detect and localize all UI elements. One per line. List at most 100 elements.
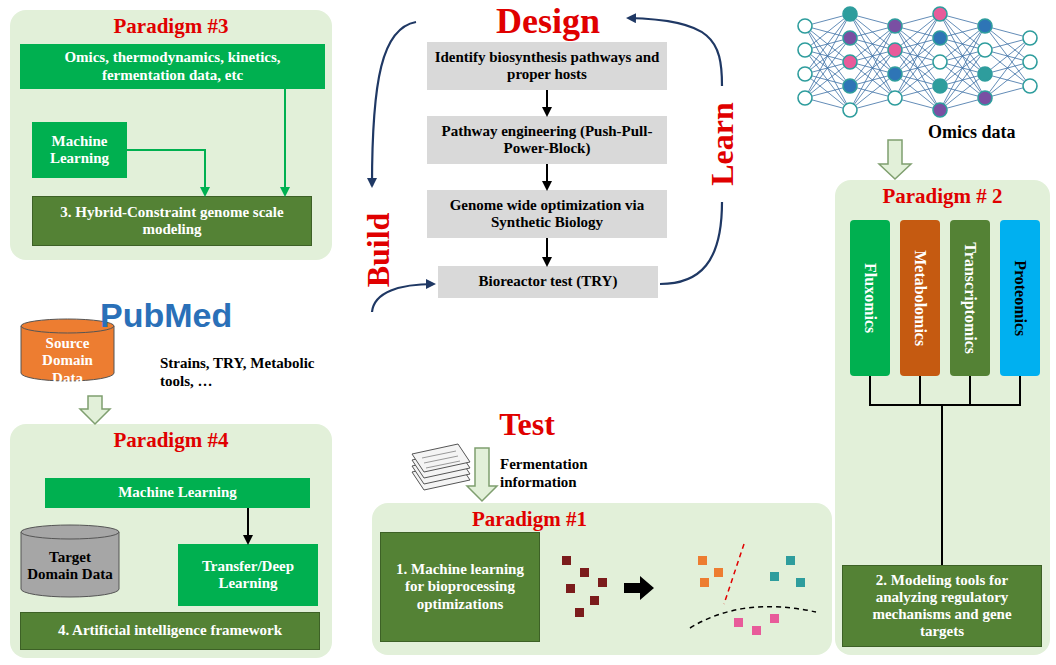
network-link [940, 38, 985, 98]
cylinder-top [21, 525, 119, 539]
omics-bar: Fluxomics [850, 220, 890, 376]
node-text: 3. Hybrid-Constraint genome scale modeli… [39, 204, 305, 239]
method-box: Machine Learning [45, 478, 310, 508]
network-node [978, 91, 992, 105]
database-cylinder: Target Domain Data [20, 524, 120, 598]
data-box: Omics, thermodynamics, kinetics, ferment… [20, 44, 325, 89]
network-link [895, 14, 940, 26]
network-link [985, 38, 1030, 98]
network-link [805, 50, 850, 62]
network-link [895, 74, 940, 110]
network-link [805, 62, 850, 98]
network-node [843, 79, 857, 93]
result-box: 4. Artificial intelligence framework [20, 612, 320, 650]
network-link [895, 26, 940, 38]
network-link [985, 38, 1030, 74]
network-node [843, 55, 857, 69]
papers-icon [412, 444, 470, 490]
hollow-arrow [80, 396, 110, 424]
network-link [895, 14, 940, 74]
network-link [805, 38, 850, 74]
node-text: Source Domain Data [26, 335, 109, 387]
network-link [850, 50, 895, 86]
node-text: Metabolomics [911, 250, 929, 346]
node-text: Omics, thermodynamics, kinetics, ferment… [26, 49, 319, 84]
node-text: Pathway engineering (Push-Pull-Power-Blo… [433, 123, 661, 158]
network-link [940, 62, 985, 74]
connector [920, 376, 942, 565]
network-link [985, 74, 1030, 86]
note: Omics data [928, 122, 1016, 143]
network-link [940, 26, 985, 110]
network-node [1023, 79, 1037, 93]
hollow-arrows [467, 140, 911, 501]
network-node [1023, 55, 1037, 69]
cycle-arrow [372, 22, 416, 186]
network-link [850, 26, 895, 110]
network-link [940, 98, 985, 110]
process-box: Bioreactor test (TRY) [438, 266, 658, 298]
connector [546, 238, 548, 265]
scatter-illustration [562, 544, 816, 635]
network-link [895, 38, 940, 98]
network-link [850, 38, 895, 74]
network-link [940, 14, 985, 50]
network-link [940, 38, 985, 74]
paradigm-panel: Paradigm # 2 Fluxomics Metabolomics Transcr… [835, 180, 1050, 655]
node-text: Identify biosynthesis pathways and prope… [433, 49, 661, 84]
network-node [888, 19, 902, 33]
network-node [978, 43, 992, 57]
network-link [805, 14, 850, 26]
network-link [895, 50, 940, 110]
connector [284, 89, 286, 195]
connector [546, 90, 548, 115]
node-text: Transcriptomics [961, 242, 979, 354]
hollow-arrow [879, 140, 911, 179]
cycle-arrow [660, 202, 722, 284]
network-link [895, 26, 940, 62]
neural-network-icon [798, 7, 1037, 117]
network-link [850, 74, 895, 86]
panel-heading: Paradigm #3 [14, 14, 328, 38]
omics-bar: Transcriptomics [950, 220, 990, 376]
network-link [895, 38, 940, 50]
network-link [805, 26, 850, 38]
network-link [940, 50, 985, 110]
network-link [895, 50, 940, 62]
note: Fermentation information [500, 455, 620, 491]
network-link [895, 62, 940, 74]
network-link [805, 50, 850, 110]
network-link [805, 38, 850, 50]
network-node [933, 103, 947, 117]
network-link [940, 26, 985, 86]
omics-bar: Metabolomics [900, 220, 940, 376]
network-link [895, 26, 940, 110]
cycle-arrows [372, 18, 722, 312]
network-link [985, 26, 1030, 86]
network-node [933, 31, 947, 45]
network-link [805, 50, 850, 86]
panel-heading: Paradigm # 2 [839, 184, 1046, 208]
network-link [940, 14, 985, 26]
network-link [850, 14, 895, 74]
note: Strains, TRY, Metabolic tools, … [160, 354, 330, 390]
paradigm-panel: Paradigm #3 Omics, thermodynamics, kineti… [10, 10, 332, 260]
network-link [985, 38, 1030, 50]
network-node [888, 67, 902, 81]
network-link [895, 86, 940, 98]
paradigm-panel: Paradigm #11. Machine learning for biopr… [372, 503, 832, 655]
network-link [850, 62, 895, 74]
network-node [978, 67, 992, 81]
network-link [850, 86, 895, 98]
network-link [850, 50, 895, 110]
stage-label: Test [499, 406, 555, 443]
network-link [940, 14, 985, 74]
network-link [805, 74, 850, 86]
connector [127, 150, 205, 195]
logo-text: PubMed [100, 296, 232, 335]
network-node [843, 7, 857, 21]
network-link [805, 38, 850, 98]
network-link [850, 50, 895, 62]
connector [942, 376, 970, 565]
